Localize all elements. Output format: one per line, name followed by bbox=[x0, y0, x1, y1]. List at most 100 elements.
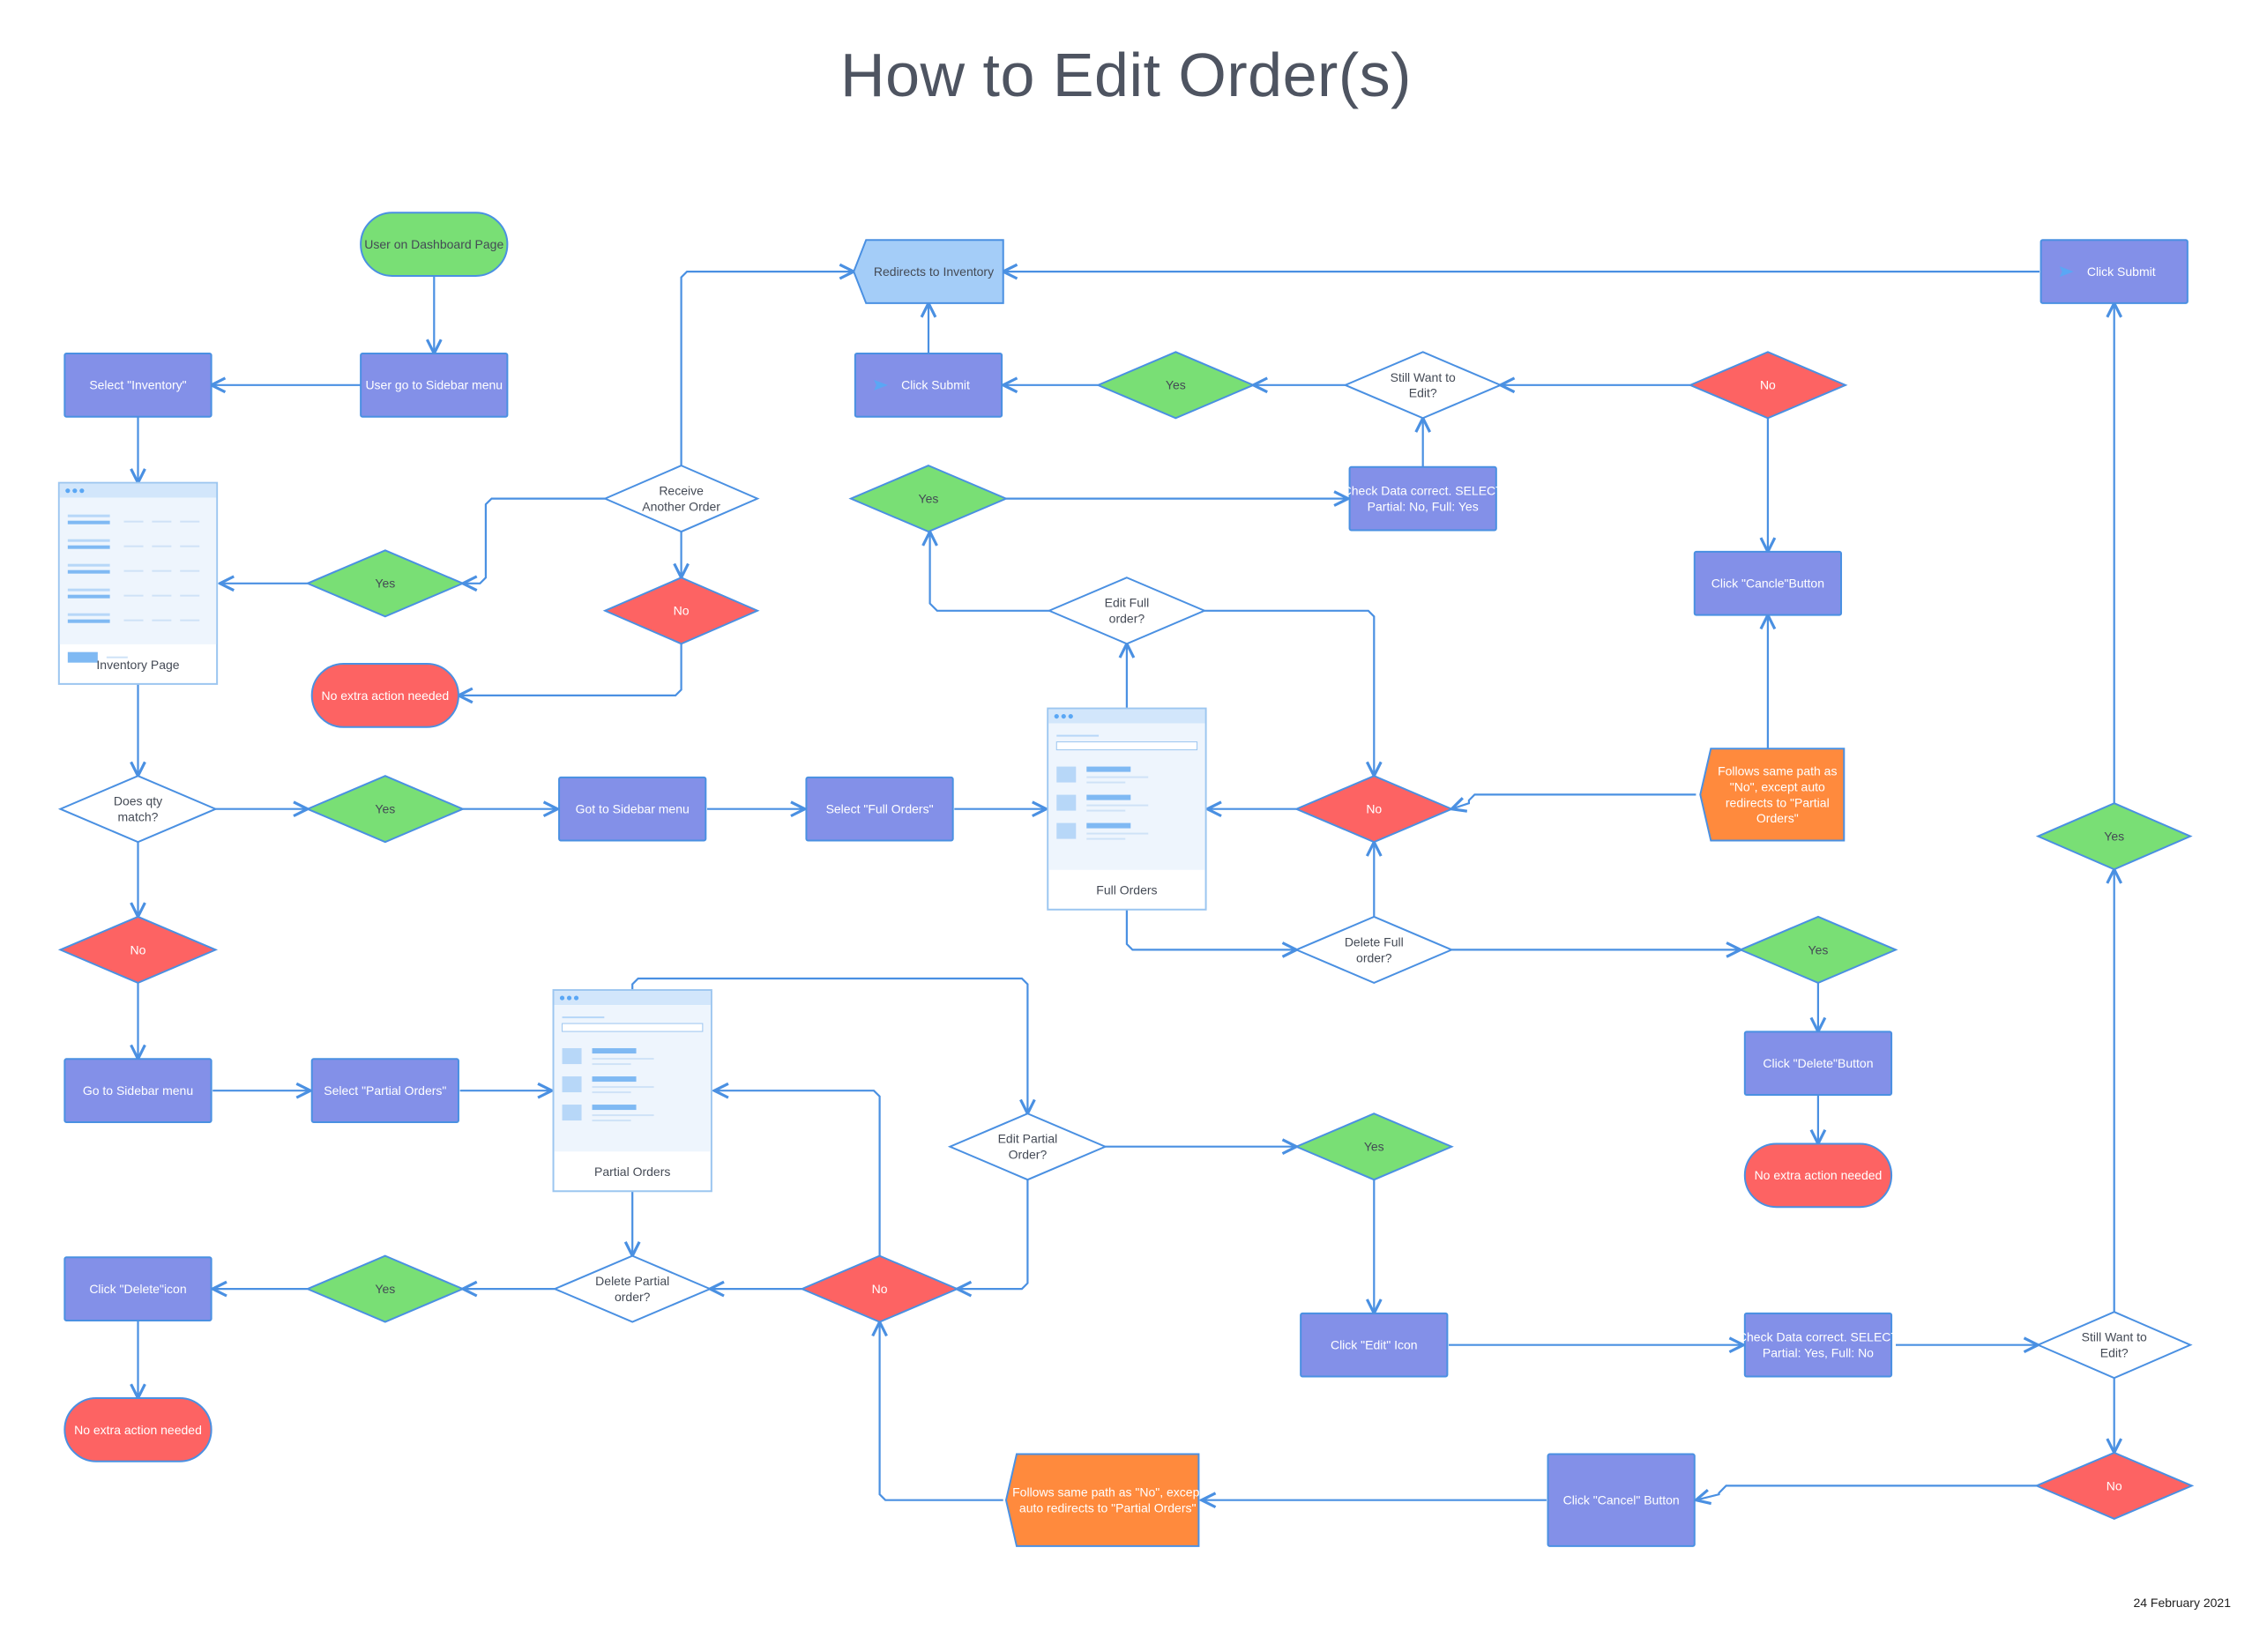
node-yesE: Yes bbox=[2035, 802, 2193, 871]
browser-dot-icon bbox=[559, 995, 565, 1001]
list-line bbox=[1086, 809, 1126, 812]
table-cell bbox=[180, 569, 200, 572]
connector-arrow bbox=[1125, 909, 1296, 950]
table-cell bbox=[67, 619, 110, 623]
table-cell bbox=[180, 619, 200, 621]
connectors bbox=[138, 272, 2114, 1500]
process-label: Go to Sidebar menu bbox=[83, 1083, 193, 1098]
send-icon bbox=[873, 379, 888, 391]
node-cancel: Click "Cancel" Button bbox=[1547, 1453, 1696, 1547]
connector-arrow bbox=[714, 1090, 881, 1256]
list-line bbox=[1056, 734, 1100, 737]
decision-diamond bbox=[57, 775, 219, 844]
node-noExtra2: No extra action needed bbox=[1743, 1142, 1893, 1209]
list-line bbox=[1086, 832, 1149, 835]
image-placeholder-icon bbox=[562, 1105, 582, 1121]
process-label: Click "Cancle"Button bbox=[1711, 577, 1824, 591]
process-box bbox=[63, 1058, 213, 1124]
terminal-shape bbox=[310, 663, 459, 728]
process-label: Click Submit bbox=[901, 378, 970, 392]
process-box bbox=[360, 352, 509, 418]
list-line bbox=[1086, 776, 1149, 778]
screen-caption: Full Orders bbox=[1096, 883, 1157, 897]
image-placeholder-icon bbox=[1056, 794, 1077, 811]
table-cell bbox=[67, 613, 110, 616]
connector-arrow bbox=[930, 532, 1049, 612]
list-line bbox=[592, 1091, 631, 1094]
process-box bbox=[1743, 1312, 1893, 1378]
list-line bbox=[592, 1076, 637, 1083]
node-yesG: Yes bbox=[1294, 1112, 1454, 1181]
process-box bbox=[1693, 550, 1843, 616]
decision-diamond bbox=[57, 915, 219, 985]
table-cell bbox=[106, 656, 128, 659]
decision-label: Yes bbox=[919, 492, 939, 506]
redirect-label: Redirects to Inventory bbox=[874, 264, 994, 279]
decision-diamond bbox=[1294, 1112, 1454, 1181]
node-clickDelBtn: Click "Delete"Button bbox=[1743, 1031, 1893, 1097]
decision-label: Yes bbox=[375, 802, 395, 816]
browser-dot-icon bbox=[1068, 713, 1073, 719]
node-yesB: Yes bbox=[1095, 351, 1256, 420]
image-placeholder-icon bbox=[562, 1048, 582, 1065]
node-noExtra1: No extra action needed bbox=[310, 663, 459, 728]
node-yesA: Yes bbox=[305, 549, 466, 618]
screen-caption: Partial Orders bbox=[594, 1165, 670, 1179]
list-line bbox=[1086, 837, 1126, 840]
node-yesH: Yes bbox=[305, 1254, 466, 1323]
note-shape bbox=[1699, 748, 1846, 842]
table-cell bbox=[152, 619, 172, 621]
decision-label: No bbox=[1760, 378, 1776, 392]
browser-bar bbox=[1048, 709, 1205, 724]
process-label: Click "Cancel" Button bbox=[1563, 1493, 1680, 1507]
process-box bbox=[1300, 1312, 1449, 1378]
decision-diamond bbox=[2034, 1451, 2195, 1520]
decision-diamond bbox=[1095, 351, 1256, 420]
list-line bbox=[1086, 781, 1126, 784]
process-box bbox=[854, 352, 1003, 418]
send-icon bbox=[2059, 266, 2074, 278]
connector-arrow bbox=[1696, 1485, 2039, 1499]
screen-caption: Inventory Page bbox=[96, 658, 179, 672]
process-box bbox=[63, 1256, 213, 1321]
browser-dot-icon bbox=[573, 995, 579, 1001]
terminal-label: No extra action needed bbox=[321, 688, 449, 703]
decision-label: Yes bbox=[1364, 1140, 1384, 1154]
browser-dot-icon bbox=[566, 995, 572, 1001]
table-cell bbox=[67, 545, 110, 549]
list-line bbox=[592, 1120, 631, 1122]
decision-label: Yes bbox=[1166, 378, 1186, 392]
node-clickEdit: Click "Edit" Icon bbox=[1300, 1312, 1449, 1378]
decision-label: No bbox=[872, 1282, 888, 1296]
list-line bbox=[592, 1086, 654, 1089]
terminal-shape bbox=[63, 1396, 213, 1462]
browser-dot-icon bbox=[1061, 713, 1066, 719]
node-redirect: Redirects to Inventory bbox=[853, 239, 1004, 304]
list-line bbox=[1086, 804, 1149, 807]
decision-label: No bbox=[2107, 1478, 2122, 1492]
image-placeholder-icon bbox=[1056, 822, 1077, 839]
node-clickSub2: Click Submit bbox=[2039, 239, 2189, 304]
process-label: Select "Full Orders" bbox=[826, 802, 934, 816]
node-gotSidebar: Got to Sidebar menu bbox=[558, 776, 707, 842]
node-goSidebar: Go to Sidebar menu bbox=[63, 1058, 213, 1124]
node-partialPage: Partial Orders bbox=[552, 989, 712, 1193]
node-yesD: Yes bbox=[305, 775, 466, 844]
list-line bbox=[562, 1016, 605, 1019]
redirect-shape bbox=[853, 239, 1004, 304]
filter-select bbox=[1055, 741, 1198, 751]
table-cell bbox=[67, 594, 110, 599]
